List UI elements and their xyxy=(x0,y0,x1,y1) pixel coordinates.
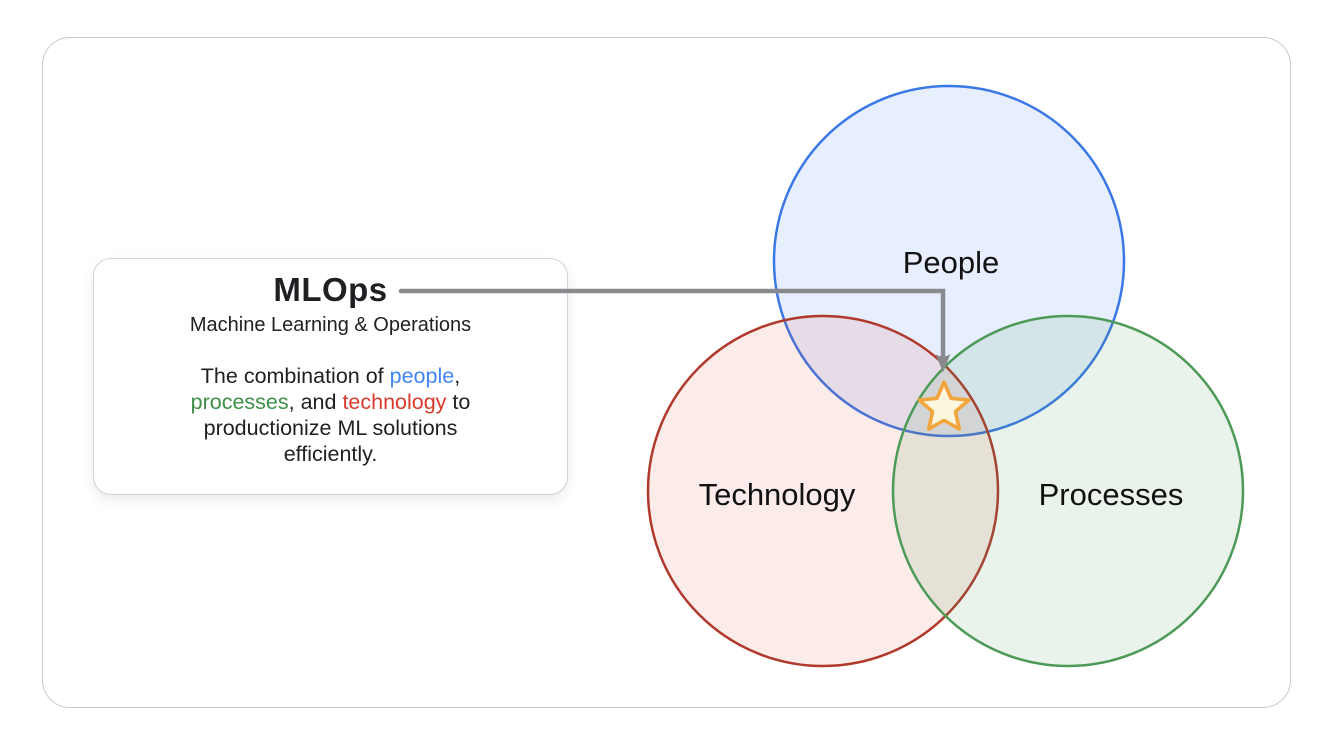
keyword-technology: technology xyxy=(342,390,447,414)
description-segment: efficiently. xyxy=(283,442,378,466)
description-line: processes, and technology to xyxy=(94,389,567,415)
description-segment: to xyxy=(446,390,471,414)
card-subtitle: Machine Learning & Operations xyxy=(189,314,472,336)
card-description: The combination of people, processes, an… xyxy=(94,363,567,467)
keyword-processes: processes xyxy=(190,390,289,414)
description-segment: , and xyxy=(288,390,343,414)
keyword-people: people xyxy=(389,364,455,388)
description-segment: The combination of xyxy=(200,364,390,388)
description-line: efficiently. xyxy=(94,441,567,467)
description-line: The combination of people, xyxy=(94,363,567,389)
card-title: MLOps xyxy=(273,271,388,308)
description-segment: , xyxy=(454,364,461,388)
description-line: productionize ML solutions xyxy=(94,415,567,441)
description-segment: productionize ML solutions xyxy=(203,416,458,440)
mlops-card: MLOps Machine Learning & Operations The … xyxy=(93,258,568,495)
